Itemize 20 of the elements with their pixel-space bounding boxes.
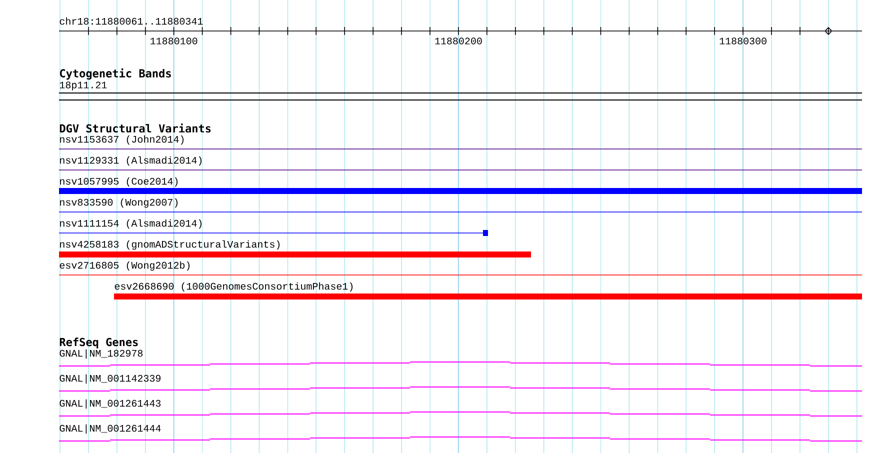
feature-label: nsv1153637 (John2014)	[60, 135, 184, 145]
track-heading: Cytogenetic Bands	[60, 68, 171, 80]
feature-label: nsv833590 (Wong2007)	[60, 198, 178, 208]
feature-label: nsv1111154 (Alsmadi2014)	[60, 219, 202, 229]
feature-label: nsv4258183 (gnomADStructuralVariants)	[60, 240, 280, 250]
feature-label: GNAL|NM_001261444	[60, 424, 161, 434]
tick-label: 11880300	[720, 38, 766, 44]
feature-label: esv2668690 (1000GenomesConsortiumPhase1)	[114, 282, 353, 292]
track-heading: RefSeq Genes	[60, 338, 138, 348]
band-label: 18p11.21	[60, 82, 107, 90]
feature-label: nsv1057995 (Coe2014)	[60, 177, 178, 187]
feature-label: GNAL|NM_001261443	[60, 399, 161, 409]
coordinate-label: chr18:11880061..11880341	[60, 17, 203, 25]
tick-label: 11880100	[150, 38, 198, 44]
feature-label: GNAL|NM_001142339	[60, 374, 161, 384]
tick-label: 11880200	[435, 38, 482, 44]
feature-label: esv2716805 (Wong2012b)	[60, 261, 190, 271]
track-heading: DGV Structural Variants	[60, 123, 211, 133]
feature-label: GNAL|NM_182978	[60, 349, 143, 359]
feature-label: nsv1129331 (Alsmadi2014)	[60, 156, 202, 166]
